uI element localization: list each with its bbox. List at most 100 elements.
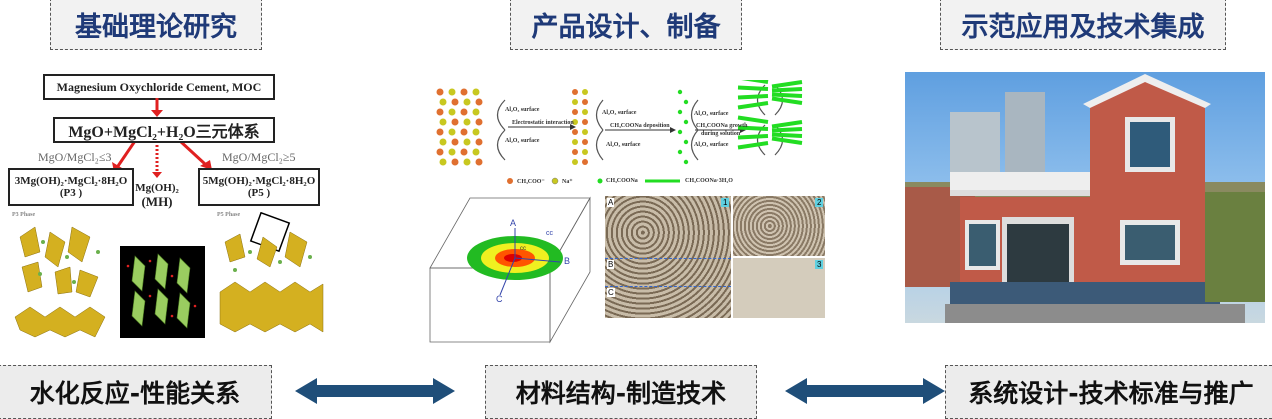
step-deposition: CH₃COONa deposition — [610, 123, 670, 129]
ion-dot — [472, 88, 480, 96]
crystal-needle — [737, 134, 769, 140]
footer-system-standards: 系统设计-技术标准与推广 — [945, 365, 1272, 419]
mh-label: (MH) — [141, 194, 173, 209]
ion-dot — [463, 138, 471, 146]
surface-label-1b: Al₂O₃ surface — [505, 138, 540, 144]
double-arrow-left — [295, 378, 455, 404]
ion-dot — [472, 108, 480, 116]
p3-formula: 3Mg(OH)₂·MgCl₂·8H₂O — [14, 175, 128, 187]
crystal-needle — [741, 80, 769, 84]
ion-dot — [572, 139, 578, 145]
crystal-needle — [771, 136, 803, 145]
ion-dot — [582, 149, 588, 155]
surface-label-1a: Al₂O₃ surface — [505, 107, 540, 113]
ion-dot — [463, 118, 471, 126]
micrograph-panel: A B C 1 2 3 — [605, 196, 825, 318]
legend-sodium: Na⁺ — [562, 179, 573, 185]
axis-b: B — [564, 256, 571, 266]
crystal-needle — [737, 85, 769, 91]
demo-house-photo — [905, 72, 1265, 323]
ion-dot — [463, 158, 471, 166]
axis-a: A — [510, 218, 517, 228]
crystal-needle — [737, 94, 769, 100]
crystal-p3-graphic — [14, 226, 106, 338]
flow-p5-box: 5Mg(OH)₂·MgCl₂·8H₂O (P5 ) — [198, 168, 320, 206]
ion-dot — [572, 129, 578, 135]
ion-dot — [572, 109, 578, 115]
micro-label-b: B — [607, 260, 615, 269]
ion-dot — [572, 159, 578, 165]
ion-dot — [683, 99, 689, 105]
axis-c: C — [496, 294, 503, 304]
crystal-needle — [771, 96, 803, 105]
crystal-needle — [771, 92, 803, 98]
micrograph-1 — [733, 196, 825, 256]
p3-label: (P3 ) — [59, 187, 83, 199]
crystal-needle — [737, 115, 769, 124]
ion-dot — [448, 108, 456, 116]
ion-dot — [460, 128, 468, 136]
ion-dot — [683, 119, 689, 125]
legend-naac-hydrate: CH₃COONa·3H₂O — [685, 178, 733, 184]
step-electrostatic: Electrostatic interaction — [512, 120, 574, 126]
ion-dot — [582, 89, 588, 95]
micrograph-2 — [733, 258, 825, 318]
ion-dot — [572, 99, 578, 105]
ion-dot — [475, 118, 483, 126]
ion-dot — [475, 98, 483, 106]
ion-dot — [677, 149, 683, 155]
ion-dot — [582, 159, 588, 165]
house-graphic — [945, 74, 1265, 323]
mechanism-graphic — [436, 80, 803, 185]
phase-label-p5: P5 Phase — [217, 212, 241, 218]
header-product-design: 产品设计、制备 — [510, 0, 742, 50]
ion-dot — [448, 128, 456, 136]
crystal-image-p3: P3 Phase — [10, 212, 110, 347]
micro-label-c: C — [607, 288, 615, 297]
flow-arrows — [112, 98, 212, 178]
flow-mh: Mg(OH)₂ (MH) — [135, 182, 179, 210]
micrograph-main — [605, 196, 731, 318]
ion-dot — [582, 109, 588, 115]
crystal-needle — [737, 141, 769, 150]
ion-dot — [460, 108, 468, 116]
footer-hydration-performance: 水化反应-性能关系 — [0, 365, 272, 419]
cond-left: MgO/MgCl₂≤3 — [38, 150, 112, 164]
deposition-mechanism: Al₂O₃ surface Al₂O₃ surface Al₂O₃ surfac… — [420, 80, 820, 190]
phase-label-p3: P3 Phase — [12, 212, 36, 218]
mh-formula: Mg(OH)₂ — [135, 182, 179, 194]
ion-dot — [460, 148, 468, 156]
crystal-needle — [771, 120, 803, 129]
ion-dot — [451, 138, 459, 146]
micro-panel-1: 1 — [721, 198, 730, 207]
ion-dot — [451, 158, 459, 166]
ion-dot — [451, 98, 459, 106]
flow-system-box: MgO+MgCl₂+H₂O三元体系 — [53, 117, 275, 143]
crystal-needle — [771, 132, 803, 138]
surface-label-3b: Al₂O₃ surface — [694, 142, 729, 148]
micro-label-a: A — [607, 198, 615, 207]
step-growth-b: during solution — [701, 131, 741, 137]
footer-structure-manufacturing: 材料结构-制造技术 — [485, 365, 757, 419]
crystal-mh-graphic — [126, 253, 197, 329]
ion-dot — [677, 129, 683, 135]
ion-dot — [451, 118, 459, 126]
crystal-image-p5: P5 Phase — [215, 211, 327, 344]
ion-dot — [439, 158, 447, 166]
p5-formula: 5Mg(OH)₂·MgCl₂·8H₂O — [202, 175, 316, 187]
ion-dot — [436, 88, 444, 96]
ion-dot — [582, 129, 588, 135]
ion-dot — [439, 98, 447, 106]
ion-dot — [436, 108, 444, 116]
surface-label-2a: Al₂O₃ surface — [602, 110, 637, 116]
p5-label: (P5 ) — [247, 187, 271, 199]
ion-dot — [439, 138, 447, 146]
crystal-needle — [737, 125, 769, 131]
crystal-needle — [737, 101, 769, 110]
crystal-needle — [771, 127, 803, 133]
header-basic-research: 基础理论研究 — [50, 0, 262, 50]
header-demo-application: 示范应用及技术集成 — [940, 0, 1226, 50]
ion-dot — [572, 119, 578, 125]
ion-dot — [572, 89, 578, 95]
micro-panel-2: 2 — [815, 198, 824, 207]
